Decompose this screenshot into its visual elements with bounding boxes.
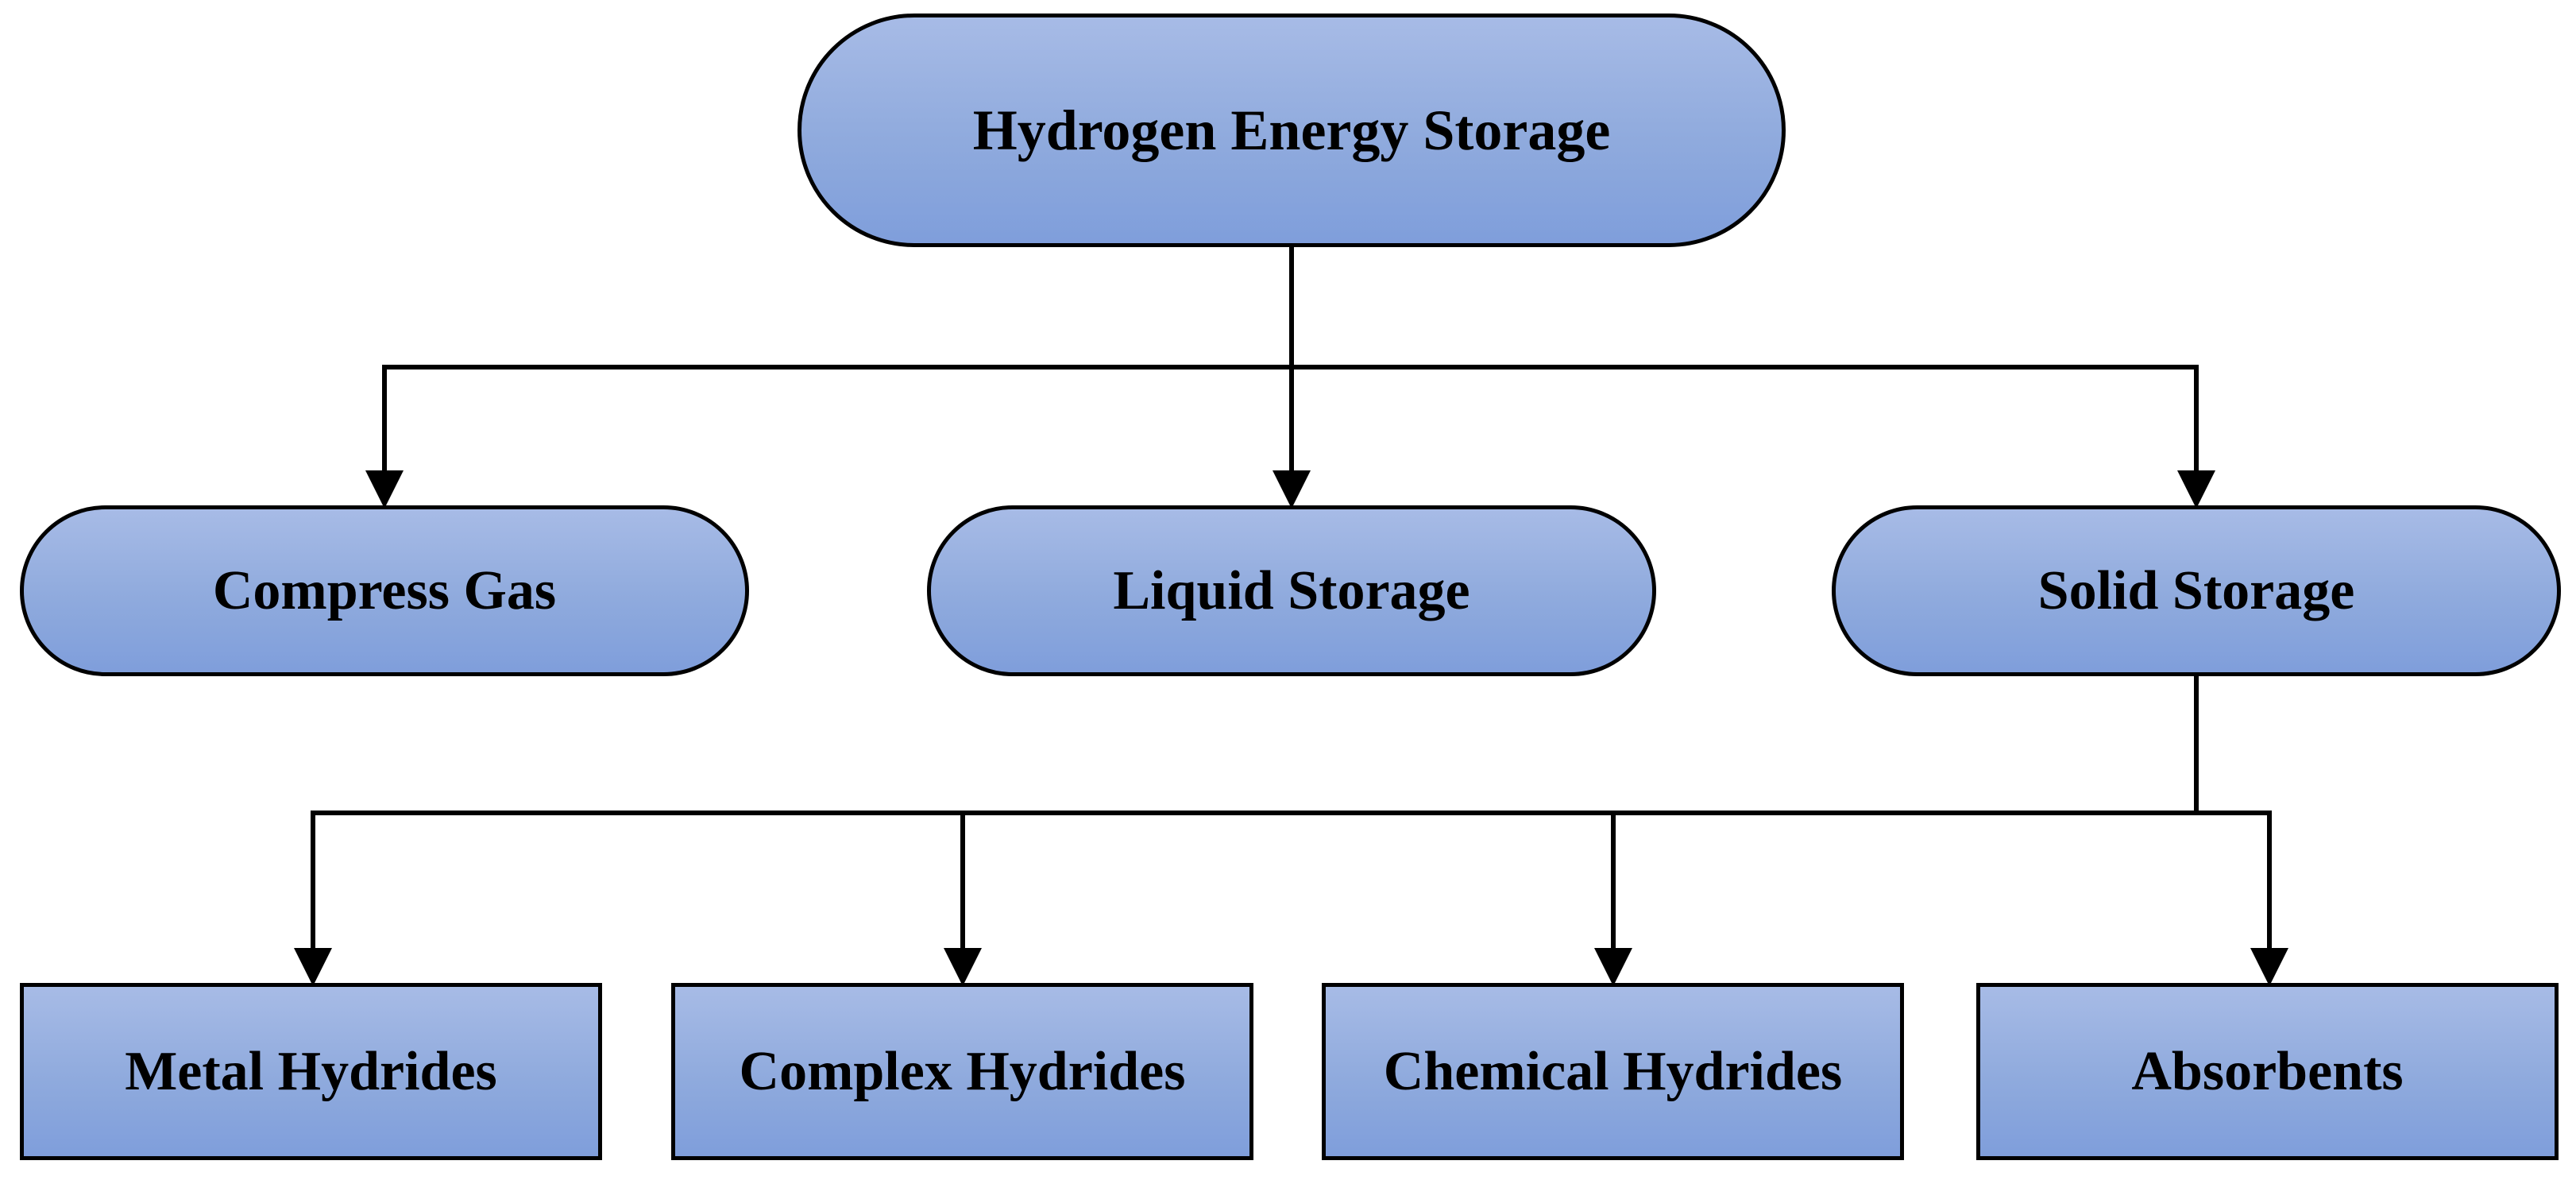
node-complex-hydrides: Complex Hydrides [671,983,1253,1160]
node-absorbents: Absorbents [1976,983,2559,1160]
node-label: Liquid Storage [1113,559,1470,621]
node-metal-hydrides: Metal Hydrides [20,983,602,1160]
node-chemical-hydrides: Chemical Hydrides [1322,983,1904,1160]
node-label: Metal Hydrides [125,1040,497,1102]
node-label: Absorbents [2131,1040,2404,1102]
node-label: Solid Storage [2037,559,2355,621]
node-liquid-storage: Liquid Storage [927,505,1656,676]
node-solid-storage: Solid Storage [1832,505,2561,676]
node-compress-gas: Compress Gas [20,505,749,676]
node-hydrogen-energy-storage: Hydrogen Energy Storage [798,14,1786,247]
node-label: Hydrogen Energy Storage [972,98,1611,162]
node-label: Complex Hydrides [739,1040,1186,1102]
node-label: Chemical Hydrides [1383,1040,1843,1102]
node-label: Compress Gas [212,559,557,621]
